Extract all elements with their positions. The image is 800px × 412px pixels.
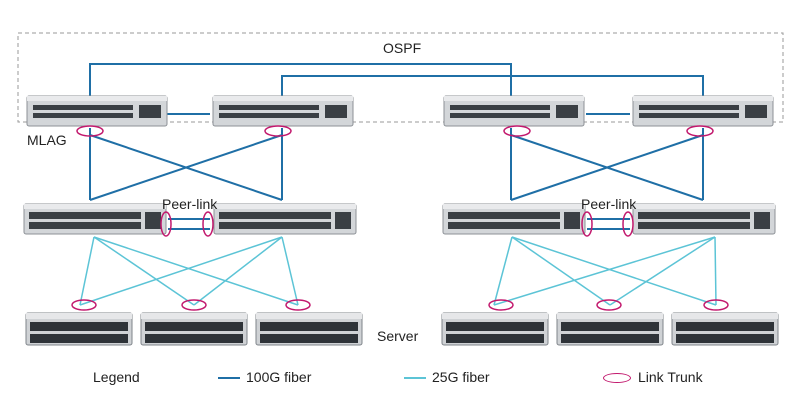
link-trunks	[71, 125, 729, 311]
spine-switch	[212, 95, 354, 127]
link-trunk-oval	[488, 299, 514, 311]
link-trunk-oval	[264, 125, 292, 137]
legend-100g-swatch	[218, 377, 240, 379]
link-trunk-oval	[596, 299, 622, 311]
link-trunk-oval	[71, 299, 97, 311]
link-trunk-oval	[160, 211, 172, 237]
legend-25g-label: 25G fiber	[432, 369, 490, 385]
spine-switch	[26, 95, 168, 127]
server-label: Server	[377, 328, 419, 344]
legend-link-trunk-label: Link Trunk	[638, 369, 703, 385]
legend-link-trunk-swatch	[603, 373, 631, 383]
mlag-label: MLAG	[27, 132, 67, 148]
link-trunk-oval	[76, 125, 104, 137]
spine-switch	[443, 95, 585, 127]
peer-link-label-right: Peer-link	[581, 196, 637, 212]
link-trunk-oval	[703, 299, 729, 311]
leaf-switch	[213, 203, 357, 235]
ospf-link-outer	[89, 63, 512, 96]
link-trunk-oval	[503, 125, 531, 137]
link-trunk-oval	[686, 125, 714, 137]
link-trunk-oval	[581, 211, 593, 237]
link-trunk-oval	[202, 211, 214, 237]
leaf-server-links	[79, 236, 717, 306]
spine-switch	[632, 95, 774, 127]
server	[25, 312, 133, 346]
ospf-links	[89, 63, 704, 115]
leaf-switch	[632, 203, 776, 235]
spine-leaf-links	[89, 128, 704, 201]
ospf-label: OSPF	[383, 40, 422, 56]
server	[255, 312, 363, 346]
server	[140, 312, 248, 346]
leaf-switch	[23, 203, 167, 235]
peer-link-label-left: Peer-link	[162, 196, 218, 212]
legend-100g-label: 100G fiber	[246, 369, 312, 385]
server	[671, 312, 779, 346]
ospf-link-inner	[281, 75, 704, 96]
legend-title: Legend	[93, 369, 140, 385]
link-trunk-oval	[285, 299, 311, 311]
link-trunk-oval	[622, 211, 634, 237]
server	[441, 312, 549, 346]
link-trunk-oval	[181, 299, 207, 311]
server	[556, 312, 664, 346]
leaf-switch	[442, 203, 586, 235]
legend-25g-swatch	[404, 377, 426, 379]
